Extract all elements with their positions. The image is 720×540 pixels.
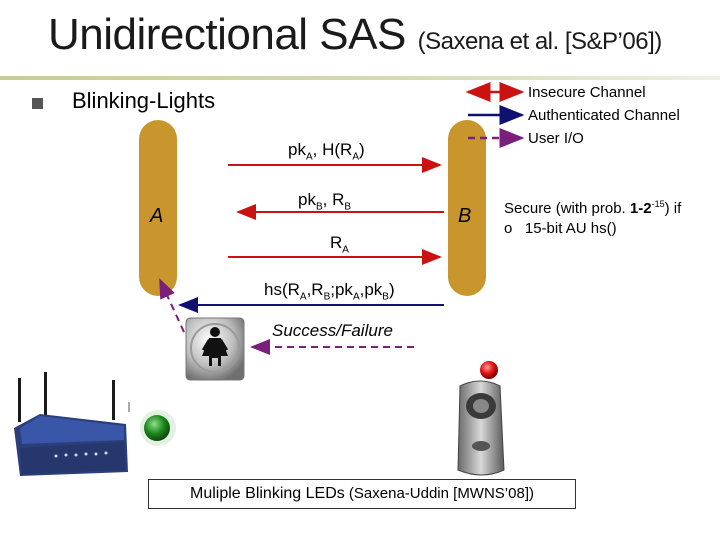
caption-text: Muliple Blinking LEDs (Saxena-Uddin [MWN… (190, 485, 534, 502)
title-divider (0, 76, 720, 80)
caption-box (148, 479, 576, 509)
message-hash: hs(RA,RB;pkA,pkB) (264, 280, 395, 303)
remote-device-icon (457, 380, 505, 476)
red-led-icon (480, 361, 498, 379)
security-note-line2: o 15-bit AU hs() (504, 220, 617, 237)
security-note-line1: Secure (with prob. 1-2-15) if (504, 199, 682, 217)
title-subtitle: (Saxena et al. [S&P’06]) (417, 28, 663, 55)
party-a-label: A (150, 205, 164, 227)
bullet-text: Blinking-Lights (72, 88, 216, 113)
party-a-pill (139, 120, 177, 296)
message-pka-hra: pkA, H(RA) (288, 140, 365, 163)
user-button-icon (185, 317, 245, 381)
legend-userio-label: User I/O (528, 130, 584, 147)
wireless-router-icon (14, 372, 130, 476)
party-b-pill (448, 120, 486, 296)
party-b-label: B (458, 205, 472, 227)
legend-insecure-label: Insecure Channel (528, 84, 646, 101)
legend-authenticated-label: Authenticated Channel (528, 107, 680, 124)
arrow-userio-to-a (159, 278, 185, 333)
bullet-square-icon (32, 98, 43, 109)
message-ra: RA (330, 233, 349, 256)
green-led-icon (140, 410, 176, 446)
title-main: Unidirectional SAS (48, 10, 406, 59)
message-pkb-rb: pkB, RB (298, 190, 352, 213)
security-note: Secure (with prob. 1-2-15) if o 15-bit A… (504, 194, 681, 239)
message-success-failure: Success/Failure (272, 321, 393, 340)
page-title: Unidirectional SAS (Saxena et al. [S&P’0… (48, 10, 662, 60)
